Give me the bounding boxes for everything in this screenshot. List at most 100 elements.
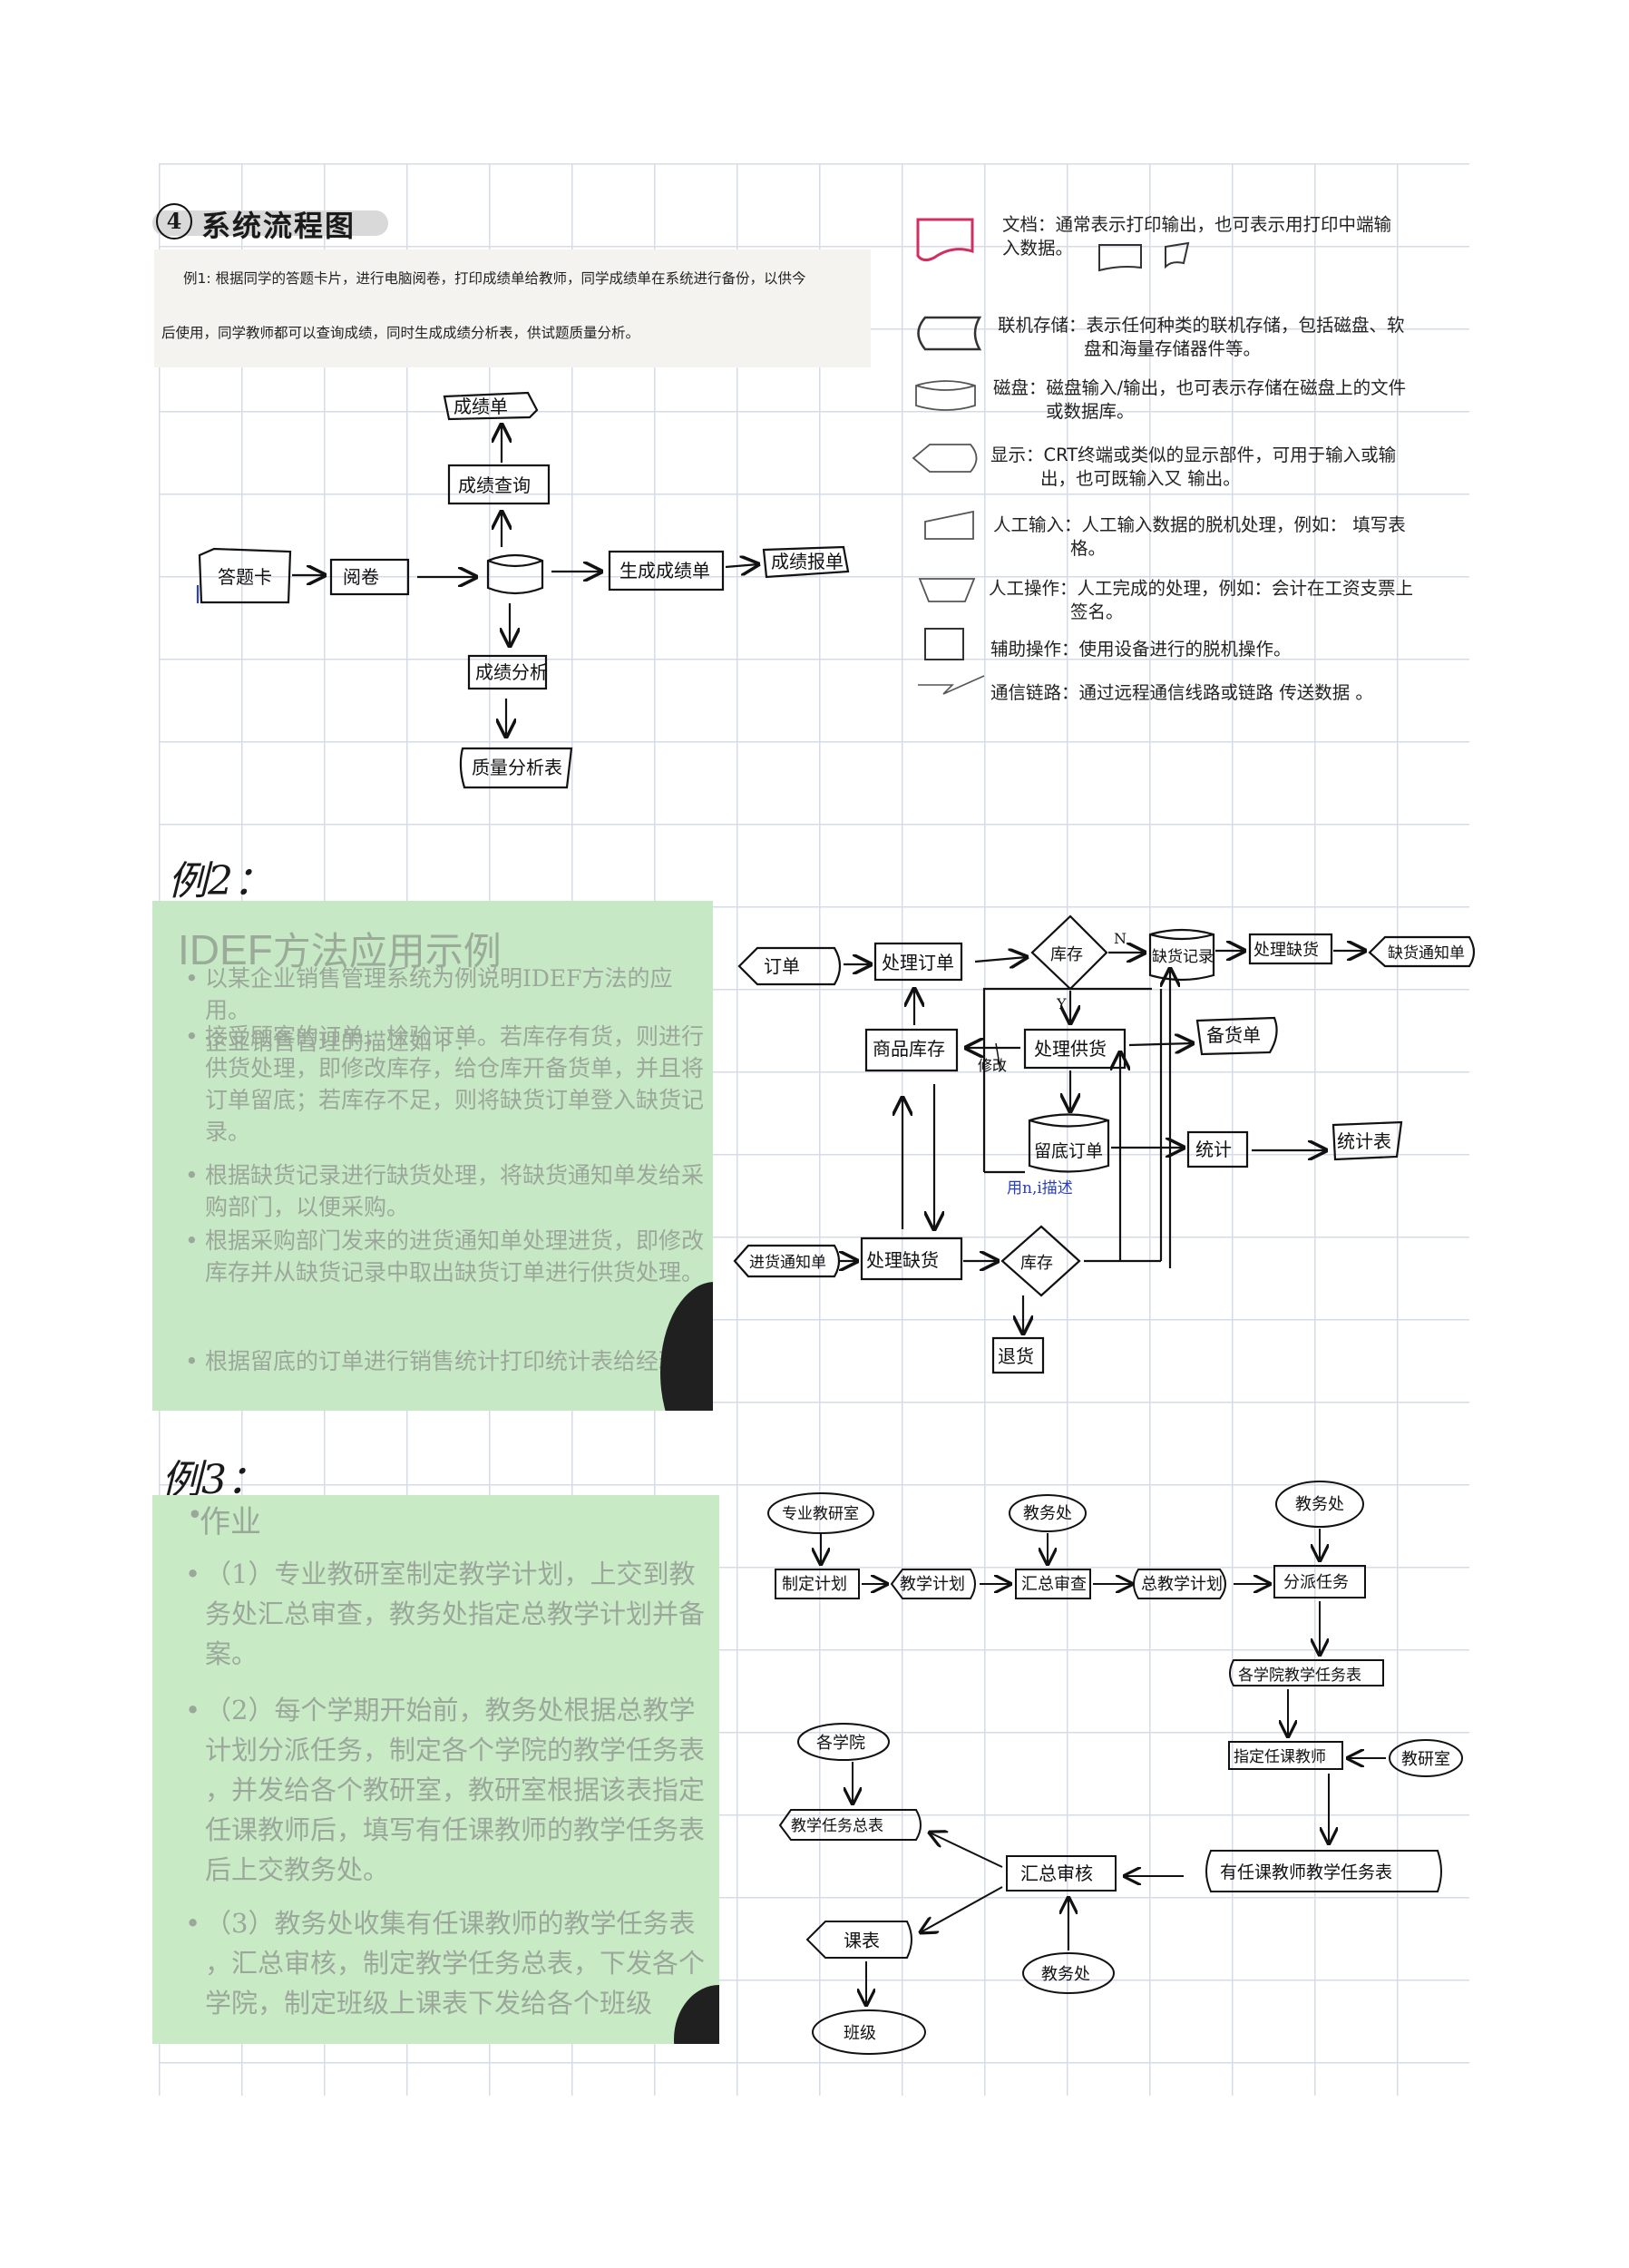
retained-order-shape bbox=[1028, 1113, 1110, 1173]
legend-document-line2: 入数据。 bbox=[1002, 238, 1074, 259]
gen-report-shape bbox=[608, 550, 725, 591]
example3-slide: 作业 • •（1）专业教研室制定教学计划，上交到教务处汇总审查，教务处指定总教学… bbox=[152, 1495, 719, 2044]
order-label: 订单 bbox=[764, 955, 800, 977]
stock-label-2: 库存 bbox=[1020, 1254, 1053, 1273]
grading-label: 阅卷 bbox=[343, 566, 379, 588]
total-plan-shape bbox=[1133, 1569, 1226, 1599]
bullet-line: 根据缺货记录进行缺货处理，将缺货通知单发给采 bbox=[205, 1162, 705, 1188]
goods-stock-label: 商品库存 bbox=[873, 1038, 945, 1060]
review-label: 汇总审核 bbox=[1020, 1862, 1093, 1884]
research-office-shape bbox=[1389, 1739, 1463, 1777]
legend-communication-link: 通信链路：通过远程通信线路或链路 传送数据 。 bbox=[990, 681, 1373, 705]
legend-manual-input-line1: 人工输入：人工输入数据的脱机处理，例如： 填写表 bbox=[993, 514, 1406, 535]
auxiliary-operation-icon bbox=[924, 628, 964, 660]
bullet-line: （1）专业教研室制定教学计划，上交到教 bbox=[205, 1559, 696, 1589]
online-storage-icon bbox=[917, 316, 982, 351]
schedule-shape bbox=[805, 1921, 912, 1959]
document-icon bbox=[916, 218, 974, 262]
bullet-line: 供货处理，即修改库存，给仓库开备货单，并且将 bbox=[205, 1055, 705, 1081]
assign-task-label: 分派任务 bbox=[1283, 1573, 1349, 1592]
bullet-line: 案。 bbox=[205, 1638, 258, 1669]
example2-bullet: •根据缺货记录进行缺货处理，将缺货通知单发给采购部门，以便采购。 bbox=[185, 1159, 705, 1223]
section-title: 4 系统流程图 bbox=[145, 201, 390, 243]
example1-line1: 例1: 根据同学的答题卡片，进行电脑阅卷，打印成绩单给教师，同学成绩单在系统进行… bbox=[183, 270, 806, 287]
quality-table-shape bbox=[459, 747, 573, 789]
legend-online-storage-line2: 盘和海量存储器件等。 bbox=[1084, 338, 1262, 359]
bullet-line: 学院，制定班级上课表下发给各个班级 bbox=[205, 1988, 653, 2019]
bullet-dot: • bbox=[185, 1023, 199, 1050]
schedule-label: 课表 bbox=[844, 1930, 880, 1951]
total-task-label: 教学任务总表 bbox=[791, 1817, 883, 1835]
process-supply-label: 处理供货 bbox=[1034, 1038, 1107, 1060]
report-card-shape bbox=[443, 391, 539, 421]
modify-label: 修改 bbox=[978, 1057, 1007, 1074]
example2-bullet: •接受顾客的订单，检验订单。若库存有货，则进行供货处理，即修改库存，给仓库开备货… bbox=[185, 1021, 705, 1148]
example2-bullet: •根据留底的订单进行销售统计打印统计表给经理。 bbox=[185, 1345, 705, 1377]
example1-description: 例1: 根据同学的答题卡片，进行电脑阅卷，打印成绩单给教师，同学成绩单在系统进行… bbox=[154, 249, 871, 367]
report-print-label: 成绩报单 bbox=[771, 551, 844, 572]
bullet-dot: • bbox=[185, 1908, 201, 1939]
academic1-label: 教务处 bbox=[1023, 1504, 1072, 1523]
quality-table-label: 质量分析表 bbox=[472, 757, 562, 778]
query-shape bbox=[447, 464, 551, 505]
assign-task-shape bbox=[1273, 1565, 1366, 1598]
slide-title-en: IDEF bbox=[178, 926, 273, 973]
bullet-line: 订单留底；若库存不足，则将缺货订单登入缺货记 bbox=[205, 1087, 705, 1113]
analysis-shape bbox=[467, 654, 548, 690]
college-task-shape bbox=[1229, 1659, 1384, 1686]
legend-communication-link-line1: 通信链路：通过远程通信线路或链路 传送数据 。 bbox=[990, 682, 1373, 703]
academic3-shape bbox=[1022, 1952, 1115, 1994]
make-plan-shape bbox=[775, 1569, 860, 1599]
example2-slide: IDEF方法应用示例 •以某企业销售管理系统为例说明IDEF方法的应用。企业销售… bbox=[152, 901, 713, 1411]
bullet-dot: • bbox=[185, 1162, 199, 1188]
legend-manual-operation: 人工操作：人工完成的处理，例如：会计在工资支票上 签名。 bbox=[989, 577, 1413, 624]
example2-label: 例2： bbox=[168, 858, 273, 904]
legend-display: 显示：CRT终端或类似的显示部件，可用于输入或输 出，也可既输入又 输出。 bbox=[990, 444, 1396, 491]
example1-line2: 后使用，同学教师都可以查询成绩，同时生成成绩分析表，供试题质量分析。 bbox=[161, 325, 640, 341]
refund-shape bbox=[991, 1336, 1045, 1374]
total-task-shape bbox=[778, 1809, 922, 1841]
total-plan-label: 总教学计划 bbox=[1141, 1575, 1223, 1594]
shortage-notice-shape bbox=[1368, 935, 1476, 968]
gen-report-label: 生成成绩单 bbox=[619, 560, 710, 582]
legend-manual-operation-line2: 签名。 bbox=[1070, 601, 1124, 622]
shortage-notice-label: 缺货通知单 bbox=[1388, 944, 1465, 963]
section-title-text: 系统流程图 bbox=[201, 209, 356, 243]
bullet-dot: • bbox=[185, 1348, 199, 1374]
legend-display-line1: 显示：CRT终端或类似的显示部件，可用于输入或输 bbox=[990, 445, 1397, 465]
colleges-shape bbox=[797, 1723, 890, 1761]
legend-manual-input-line2: 格。 bbox=[1070, 538, 1107, 559]
prep-note-shape bbox=[1195, 1016, 1278, 1056]
teacher-task-label: 有任课教师教学任务表 bbox=[1220, 1862, 1392, 1882]
stats-label: 统计 bbox=[1195, 1139, 1232, 1160]
assign-teacher-shape bbox=[1228, 1741, 1343, 1770]
teaching-plan-label: 教学计划 bbox=[900, 1575, 965, 1594]
academic2-shape bbox=[1275, 1481, 1364, 1528]
summary-review-shape bbox=[1015, 1569, 1091, 1599]
legend-disk-line1: 磁盘：磁盘输入/输出，也可表示存储在磁盘上的文件 bbox=[993, 377, 1407, 398]
class-label: 班级 bbox=[844, 2024, 876, 2043]
display-icon bbox=[912, 444, 978, 473]
legend-document: 文档：通常表示打印输出，也可表示用打印中端输 入数据。 bbox=[1002, 213, 1391, 260]
legend-icons bbox=[916, 218, 1190, 272]
purchase-notice-label: 进货通知单 bbox=[749, 1254, 826, 1272]
stats-table-label: 统计表 bbox=[1337, 1130, 1391, 1152]
bullet-line: 企业销售管理的描述如下： bbox=[205, 1029, 478, 1055]
bullet-line: 根据留底的订单进行销售统计打印统计表给经理。 bbox=[205, 1348, 705, 1374]
make-plan-label: 制定计划 bbox=[782, 1575, 847, 1594]
disk-icon bbox=[915, 380, 976, 411]
dept-office-label: 专业教研室 bbox=[782, 1505, 859, 1523]
bullet-dot: • bbox=[185, 1227, 199, 1254]
bullet-line: 以某企业销售管理系统为例说明IDEF方法的应用。 bbox=[205, 965, 673, 1023]
teaching-plan-shape bbox=[890, 1569, 976, 1599]
section-number: 4 bbox=[156, 203, 192, 240]
legend-document-line1: 文档：通常表示打印输出，也可表示用打印中端输 bbox=[1002, 214, 1392, 235]
bullet-line: 录。 bbox=[205, 1119, 251, 1145]
bullet-line: 购部门，以便采购。 bbox=[205, 1194, 410, 1220]
query-label: 成绩查询 bbox=[458, 474, 531, 496]
class-shape bbox=[812, 2009, 926, 2055]
manual-input-icon bbox=[924, 510, 974, 540]
